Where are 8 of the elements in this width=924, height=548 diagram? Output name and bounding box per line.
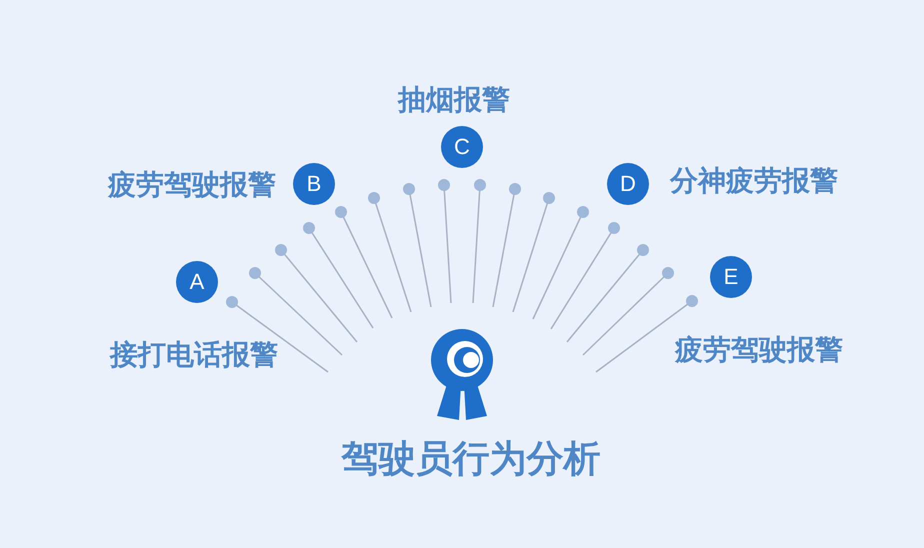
letter-circle: E	[710, 256, 752, 298]
letter-circle: A	[176, 261, 218, 303]
alert-label: 抽烟报警	[398, 83, 510, 117]
alert-label: 疲劳驾驶报警	[108, 168, 276, 202]
alert-label: 疲劳驾驶报警	[675, 333, 843, 367]
alert-label: 分神疲劳报警	[670, 164, 838, 198]
letter-circle: C	[441, 126, 483, 168]
diagram-title: 驾驶员行为分析	[342, 437, 600, 481]
